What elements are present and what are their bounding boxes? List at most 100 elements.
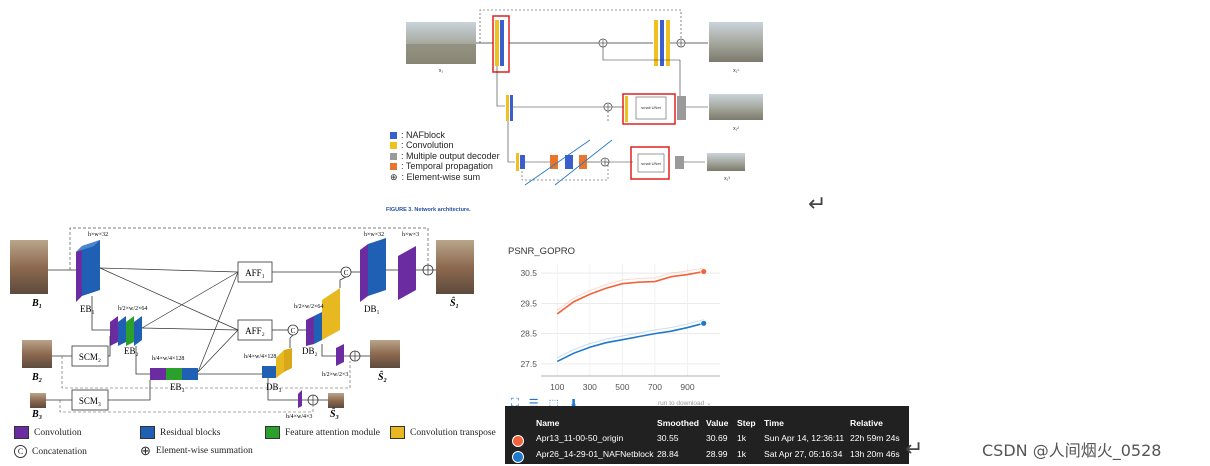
concat-2: C: [291, 327, 296, 335]
fam-swatch: [265, 426, 280, 439]
label-s3: Ŝ₃: [330, 407, 339, 420]
label-eb3: EB₃: [170, 382, 185, 392]
legend-concat: Concatenation: [32, 446, 87, 457]
label-b2: B₂: [31, 372, 42, 383]
series-raw-line: [557, 319, 704, 359]
label-b1: B₁: [31, 298, 42, 309]
input-label: x₁: [439, 68, 444, 74]
label-db1: DB₁: [364, 304, 380, 314]
table-header: Name Smoothed Value Step Time Relative: [505, 418, 909, 434]
convt-swatch: [390, 426, 405, 439]
return-symbol-2: ↵: [905, 437, 924, 462]
dim-s3: h/4×w/4×3: [286, 414, 312, 420]
output-frame-1: [709, 22, 763, 62]
output-label-3: x₁³: [724, 176, 730, 182]
resblock-swatch: [140, 426, 155, 439]
scm3-block: SCM₃: [79, 396, 101, 406]
run-color-dot: [512, 451, 524, 463]
temporal-swatch: [390, 162, 397, 170]
small-unet-1: small UNet: [641, 105, 661, 110]
network-architecture-bottom: B₁ B₂ B₃ Ŝ₁ Ŝ₂ Ŝ₃ h×w×32 EB₁ h/2×w/2×64 …: [10, 227, 474, 420]
x-tick-label: 900: [680, 382, 694, 392]
x-tick-label: 300: [583, 382, 597, 392]
decoder-swatch: [390, 152, 397, 160]
header-time: Time: [764, 418, 784, 428]
run-smoothed: 30.55: [657, 433, 679, 443]
x-tick-label: 100: [550, 382, 564, 392]
output-label-2: x₁²: [733, 126, 739, 132]
dim-s2: h/2×w/2×3: [322, 372, 348, 378]
dim-eb1: h×w×32: [88, 232, 108, 238]
dim-eb3: h/4×w/4×128: [152, 356, 184, 362]
series-raw-line: [556, 267, 704, 311]
run-name: Apr26_14-29-01_NAFNetblock: [536, 449, 654, 459]
dim-eb2: h/2×w/2×64: [118, 306, 147, 312]
legend-convolution-2: Convolution: [34, 427, 82, 438]
x-tick-label: 500: [615, 382, 629, 392]
run-step: 1k: [737, 433, 747, 443]
legend-nafblock: : NAFblock: [401, 130, 446, 140]
top-legend: : NAFblock : Convolution : Multiple outp…: [390, 130, 500, 182]
dim-db2: h/2×w/2×64: [294, 304, 323, 310]
csdn-watermark: CSDN @人间烟火_0528: [982, 441, 1162, 460]
label-db2: DB₂: [302, 346, 318, 356]
run-time: Sun Apr 14, 12:36:11: [764, 433, 845, 443]
run-to-download-select[interactable]: run to download ⌄: [658, 399, 712, 407]
fit-domain-icon[interactable]: ⬚: [548, 398, 559, 410]
series-line: [556, 270, 704, 315]
input-b3-photo: [30, 393, 46, 408]
output-label-1: x₁¹: [733, 68, 739, 74]
label-s2: Ŝ₂: [378, 370, 387, 383]
dim-out: h×w×3: [402, 232, 419, 238]
scm2-block: SCM₂: [79, 352, 101, 362]
sum-icon: ⊕: [390, 171, 398, 182]
output-s1-photo: [436, 240, 474, 294]
run-tooltip-table: Name Smoothed Value Step Time Relative A…: [505, 406, 909, 464]
run-name: Apr13_11-00-50_origin: [536, 433, 624, 443]
run-value: 28.99: [706, 449, 728, 459]
y-tick-label: 28.5: [520, 329, 537, 339]
run-step: 1k: [737, 449, 747, 459]
network-architecture-top: x₁ x₁¹ small UNet x₁² small UNet: [406, 9, 763, 186]
small-unet-2: small UNet: [641, 161, 661, 166]
run-color-dot: [512, 435, 524, 447]
output-frame-2: [709, 94, 763, 120]
legend-sum: : Element-wise sum: [401, 171, 481, 182]
figure-caption: FIGURE 3. Network architecture.: [386, 207, 471, 213]
legend-convolution: : Convolution: [401, 140, 454, 151]
legend-conv-transpose: Convolution transpose: [410, 427, 496, 438]
legend-fam: Feature attention module: [285, 427, 380, 438]
dim-db3: h/4×w/4×128: [244, 354, 276, 360]
menu-icon[interactable]: ☰: [528, 398, 539, 410]
y-tick-label: 29.5: [520, 298, 537, 308]
dim-db1: h×w×32: [364, 232, 384, 238]
bottom-legend: Convolution Residual blocks Feature atte…: [10, 424, 500, 464]
label-s1: Ŝ₁: [450, 296, 459, 309]
aff2-block: AFF₂: [245, 326, 265, 336]
header-name: Name: [536, 418, 560, 428]
label-db3: DB₃: [266, 382, 282, 392]
input-b2-photo: [22, 340, 52, 368]
chart-toolbar: ⛶ ☰ ⬚ ⬇: [511, 397, 578, 410]
fullscreen-icon[interactable]: ⛶: [511, 397, 519, 409]
label-b3: B₃: [31, 409, 42, 420]
download-icon[interactable]: ⬇: [568, 398, 579, 410]
series-end-point: [700, 268, 708, 275]
header-smoothed: Smoothed: [657, 418, 700, 428]
legend-decoder: : Multiple output decoder: [401, 150, 500, 161]
concat-icon: C: [14, 445, 27, 458]
output-s3-photo: [328, 393, 344, 408]
concat-1: C: [344, 269, 349, 277]
y-tick-label: 30.5: [520, 268, 537, 278]
y-tick-label: 27.5: [520, 359, 537, 369]
table-row: Apr13_11-00-50_origin 30.55 30.69 1k Sun…: [505, 433, 909, 449]
sum-icon-2: ⊕: [140, 443, 151, 458]
series-line: [556, 322, 704, 363]
run-relative: 22h 59m 24s: [850, 433, 900, 443]
legend-residual: Residual blocks: [160, 427, 221, 438]
label-eb1: EB₁: [80, 304, 95, 314]
input-b1-photo: [10, 240, 48, 294]
chevron-down-icon: ⌄: [706, 400, 712, 407]
series-end-point: [700, 319, 708, 327]
